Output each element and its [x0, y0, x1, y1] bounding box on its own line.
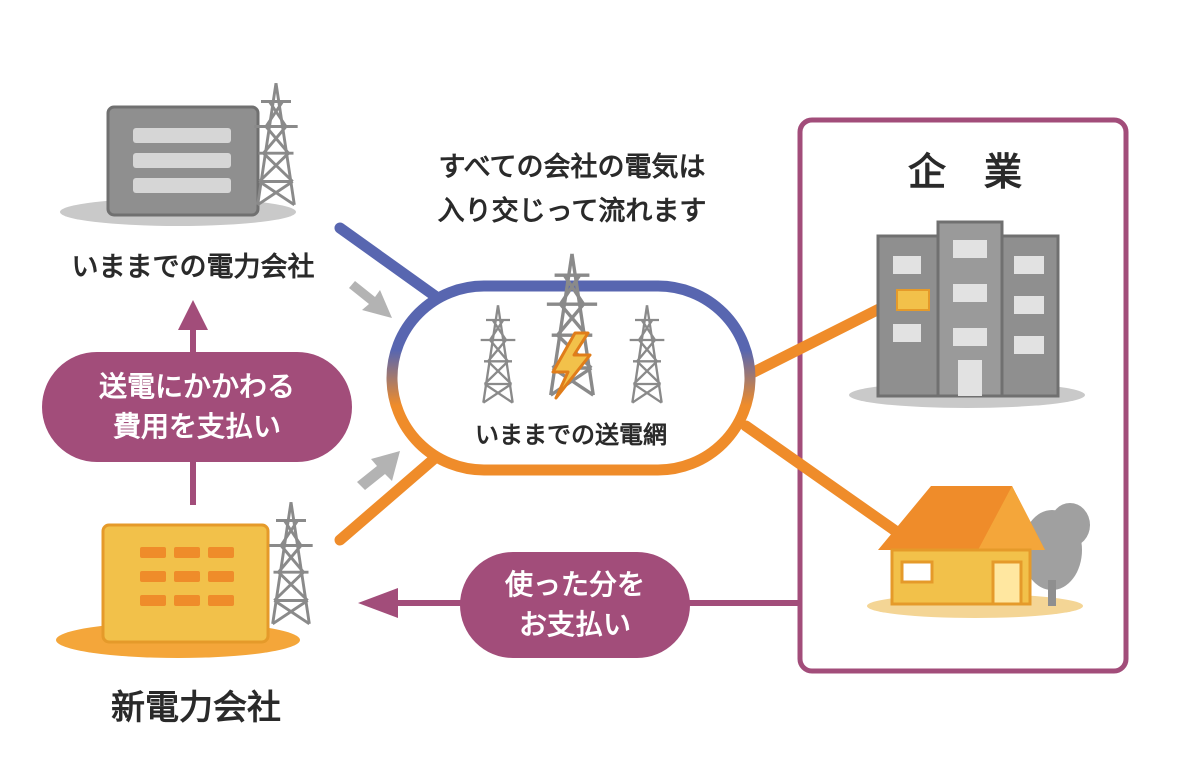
company-title: 企 業 [908, 150, 1022, 194]
flow-arrow-top [349, 281, 392, 318]
tree-icon [1022, 503, 1090, 606]
transmission-tower-icon [252, 81, 300, 207]
power-plant-icon [101, 523, 270, 644]
old-company-label: いままでの電力会社 [72, 251, 315, 283]
house-icon [867, 486, 1090, 618]
old-power-company [60, 81, 300, 226]
lightning-icon [551, 331, 592, 400]
grid-caption-line1: すべての会社の電気は [438, 151, 705, 183]
flow-arrow-bottom [357, 451, 400, 490]
connection-lines [334, 222, 903, 546]
fee-line1: 送電にかかわる [99, 370, 295, 403]
new-power-company [56, 500, 315, 658]
power-grid: いままでの送電網 [386, 252, 756, 476]
transmission-fee-pill: 送電にかかわる 費用を支払い [42, 352, 352, 462]
fee-line2: 費用を支払い [113, 410, 281, 443]
office-building-icon [849, 220, 1085, 408]
pay-line1: 使った分を [504, 568, 645, 601]
pay-line2: お支払い [519, 608, 631, 641]
payment-pill: 使った分を お支払い [460, 552, 690, 658]
grid-caption-line2: 入り交じって流れます [438, 195, 707, 227]
transmission-tower-icon [267, 500, 315, 626]
grid-name: いままでの送電網 [475, 421, 667, 449]
new-company-label: 新電力会社 [111, 688, 281, 728]
